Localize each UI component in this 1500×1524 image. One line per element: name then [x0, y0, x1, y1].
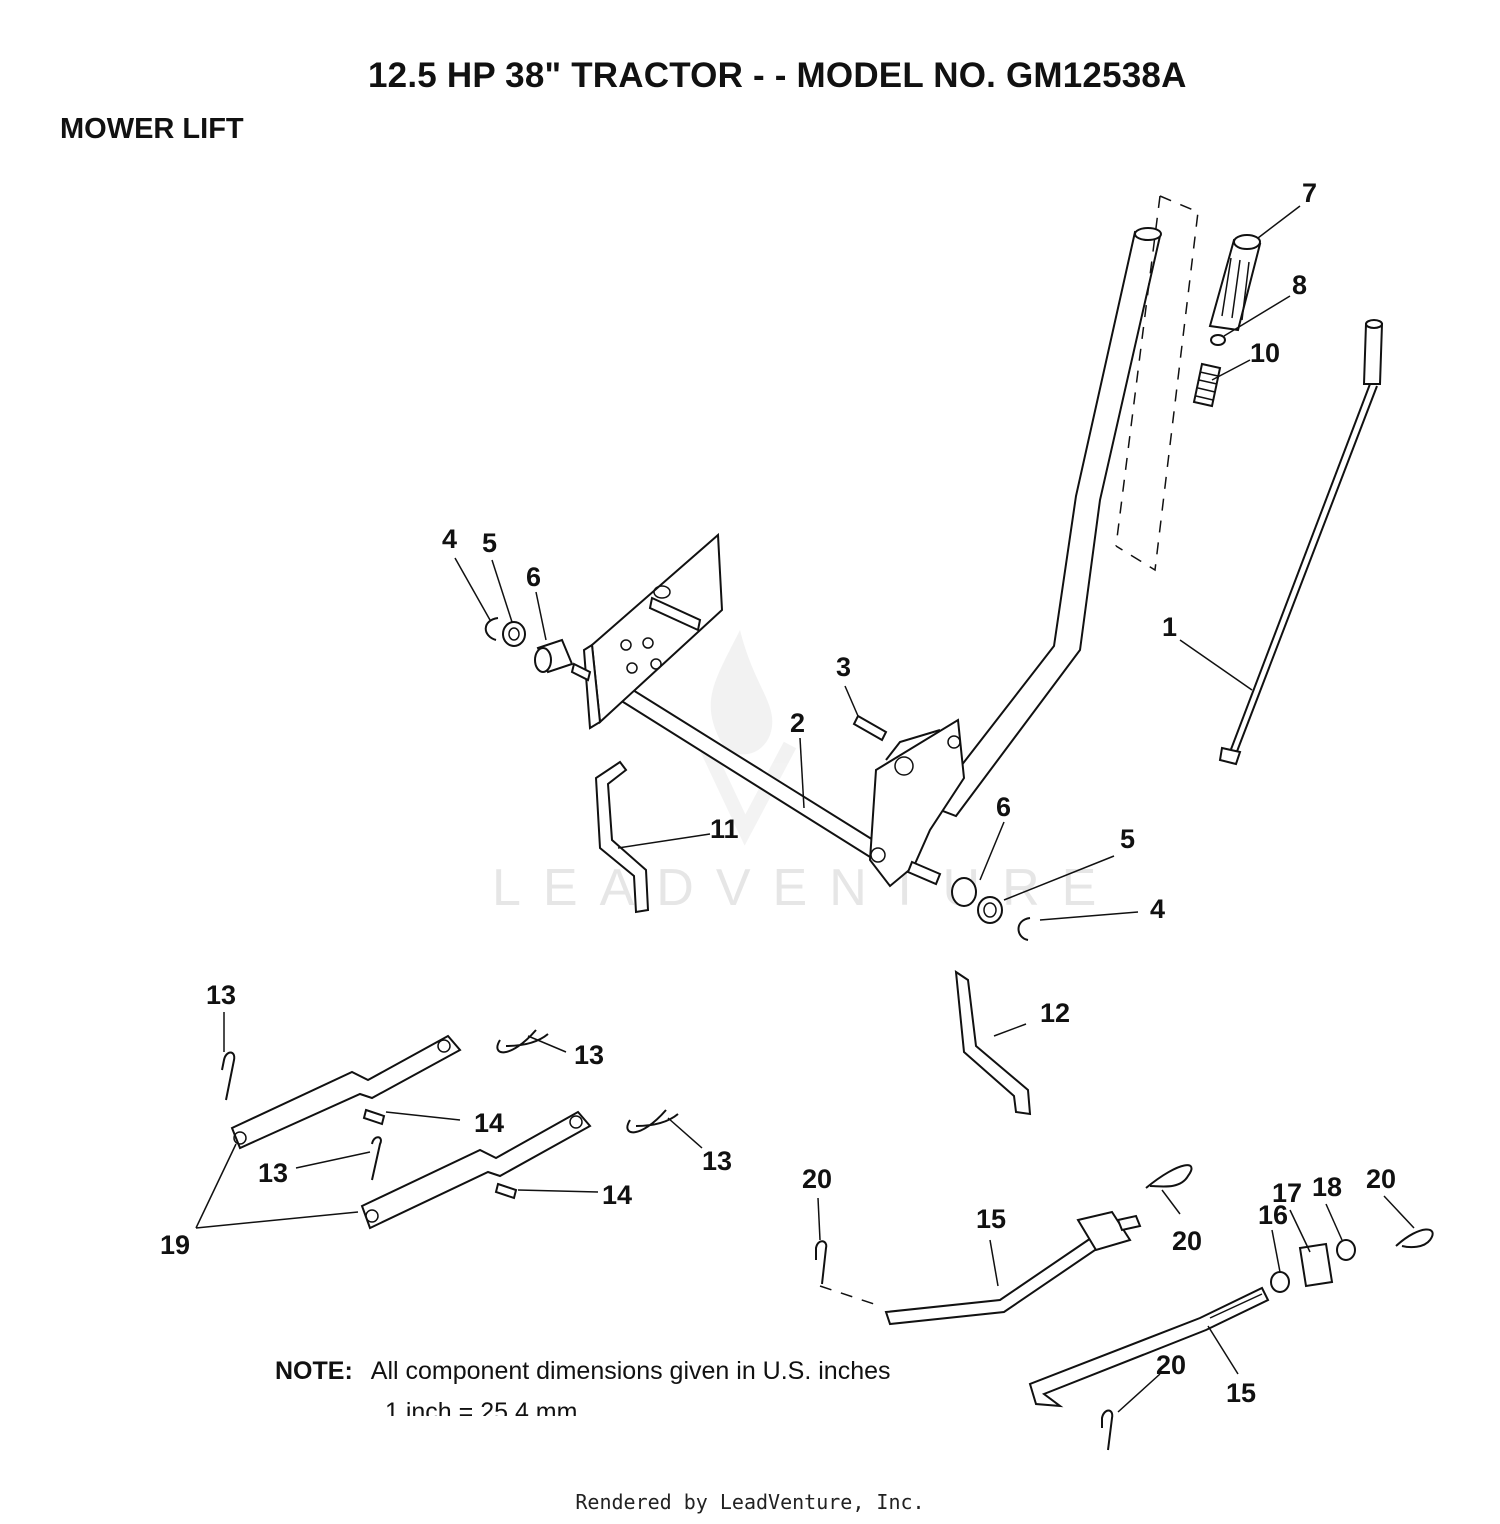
part-pin-3 [852, 714, 888, 742]
callout-20-c: 20 [1366, 1164, 1396, 1194]
callout-13-c: 13 [258, 1158, 288, 1188]
section-title: MOWER LIFT [60, 113, 244, 145]
callout-5-left: 5 [482, 528, 497, 558]
part-clip-13-c [371, 1136, 382, 1181]
part-nut-16 [1270, 1271, 1290, 1293]
callout-18: 18 [1312, 1172, 1342, 1202]
part-pin-14-upper [362, 1108, 386, 1126]
part-lift-rod-lower [1028, 1286, 1270, 1408]
part-link-12 [954, 969, 1032, 1116]
callout-20-a: 20 [802, 1164, 832, 1194]
part-ring-right [1017, 917, 1031, 941]
callout-11: 11 [710, 814, 739, 844]
callout-10: 10 [1250, 338, 1280, 368]
callout-7: 7 [1302, 178, 1317, 208]
part-clip-20-d [1101, 1409, 1114, 1451]
callout-16: 16 [1258, 1200, 1288, 1230]
part-nut-18 [1336, 1239, 1356, 1261]
part-washer-left-hole [508, 627, 520, 641]
callout-6-left: 6 [526, 562, 541, 592]
page-title: 12.5 HP 38" TRACTOR - - MODEL NO. GM1253… [368, 56, 1187, 95]
part-lift-link-upper [230, 1034, 462, 1150]
callout-17: 17 [1272, 1178, 1302, 1208]
callout-2: 2 [790, 708, 805, 738]
part-clip-20-b [1145, 1164, 1193, 1189]
part-spring [1192, 362, 1222, 408]
part-block-17 [1298, 1242, 1334, 1288]
note: NOTE: All component dimensions given in U… [275, 1357, 891, 1386]
part-clip-13-a [221, 1051, 236, 1101]
callout-20-d: 20 [1156, 1350, 1186, 1380]
callout-15-lower: 15 [1226, 1378, 1256, 1408]
callout-1: 1 [1162, 612, 1177, 642]
part-washer-left [502, 621, 526, 647]
watermark-logo [698, 630, 797, 846]
callout-labels: 7 8 10 1 2 3 4 5 6 6 5 4 11 12 13 13 13 … [160, 178, 1396, 1408]
note-text: All component dimensions given in U.S. i… [370, 1357, 891, 1385]
footer-credit: Rendered by LeadVenture, Inc. [575, 1490, 925, 1514]
leader-lines [195, 205, 1415, 1413]
callout-4-right: 4 [1150, 894, 1165, 924]
callout-15-upper: 15 [976, 1204, 1006, 1234]
callout-12: 12 [1040, 998, 1070, 1028]
callout-20-b: 20 [1172, 1226, 1202, 1256]
callout-13-d: 13 [702, 1146, 732, 1176]
part-lift-link-lower [360, 1110, 592, 1230]
callout-4-left: 4 [442, 524, 457, 554]
callout-14-upper: 14 [474, 1108, 504, 1138]
part-link-11 [594, 760, 650, 914]
callout-8: 8 [1292, 270, 1307, 300]
part-mounting-plate [582, 532, 724, 730]
part-ring-left [484, 617, 499, 641]
part-lift-rod-upper [819, 1210, 1142, 1326]
part-clip-20-c [1395, 1228, 1434, 1249]
part-pin-14-lower [494, 1182, 518, 1200]
part-bushing-left [534, 638, 592, 682]
part-clip-13-b [496, 1029, 549, 1054]
part-bushing-right [906, 860, 977, 907]
callout-6-right: 6 [996, 792, 1011, 822]
callout-14-lower: 14 [602, 1180, 632, 1210]
part-washer-right-hole [983, 902, 997, 918]
callout-13-a: 13 [206, 980, 236, 1010]
dashed-assembly-outline [1115, 195, 1199, 572]
part-washer-right [977, 896, 1003, 924]
callout-5-right: 5 [1120, 824, 1135, 854]
note-label: NOTE: [275, 1357, 353, 1385]
callout-13-b: 13 [574, 1040, 604, 1070]
part-lift-cable [1218, 319, 1384, 766]
part-grip [1208, 234, 1262, 332]
note-conversion: 1 inch = 25.4 mm [385, 1398, 578, 1416]
callout-3: 3 [836, 652, 851, 682]
part-clip-13-d [626, 1109, 679, 1134]
part-button [1210, 334, 1226, 346]
callout-19: 19 [160, 1230, 190, 1260]
part-clip-20-a [815, 1240, 828, 1285]
part-lift-handle [868, 227, 1162, 888]
